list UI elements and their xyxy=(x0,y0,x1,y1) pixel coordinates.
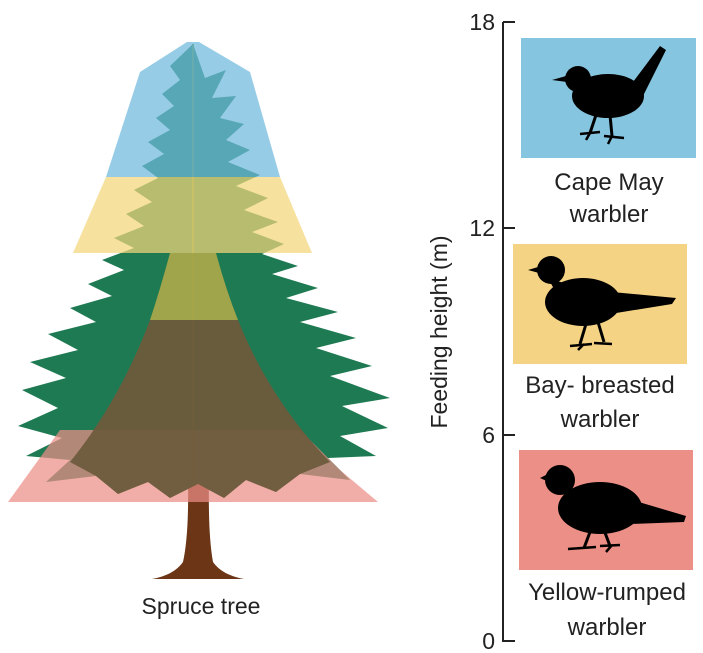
bird-name-cape-may-line2: warbler xyxy=(569,201,649,228)
bird-name-yellow-rumped-line2: warbler xyxy=(567,614,647,641)
bird-panel-cape-may: Cape May warbler xyxy=(521,38,696,228)
bird-name-yellow-rumped-line1: Yellow-rumped xyxy=(528,579,686,606)
zone-middle-bay-breasted xyxy=(73,177,312,253)
bird-panel-bay-breasted: Bay- breasted warbler xyxy=(513,244,687,433)
tick-label-18: 18 xyxy=(469,9,495,35)
axis-label: Feeding height (m) xyxy=(426,235,452,428)
bird-name-cape-may-line1: Cape May xyxy=(554,169,663,196)
tick-label-0: 0 xyxy=(482,628,495,653)
tick-label-6: 6 xyxy=(482,422,495,448)
tick-label-12: 12 xyxy=(469,215,495,241)
spruce-tree: Spruce tree xyxy=(8,42,390,619)
height-axis: 18 12 6 0 Feeding height (m) xyxy=(426,9,515,653)
bird-name-bay-breasted-line2: warbler xyxy=(560,406,640,433)
tree-label: Spruce tree xyxy=(142,593,261,619)
bird-name-bay-breasted-line1: Bay- breasted xyxy=(525,372,674,399)
bird-panel-yellow-rumped: Yellow-rumped warbler xyxy=(519,450,693,641)
zone-top-cape-may xyxy=(106,42,280,177)
